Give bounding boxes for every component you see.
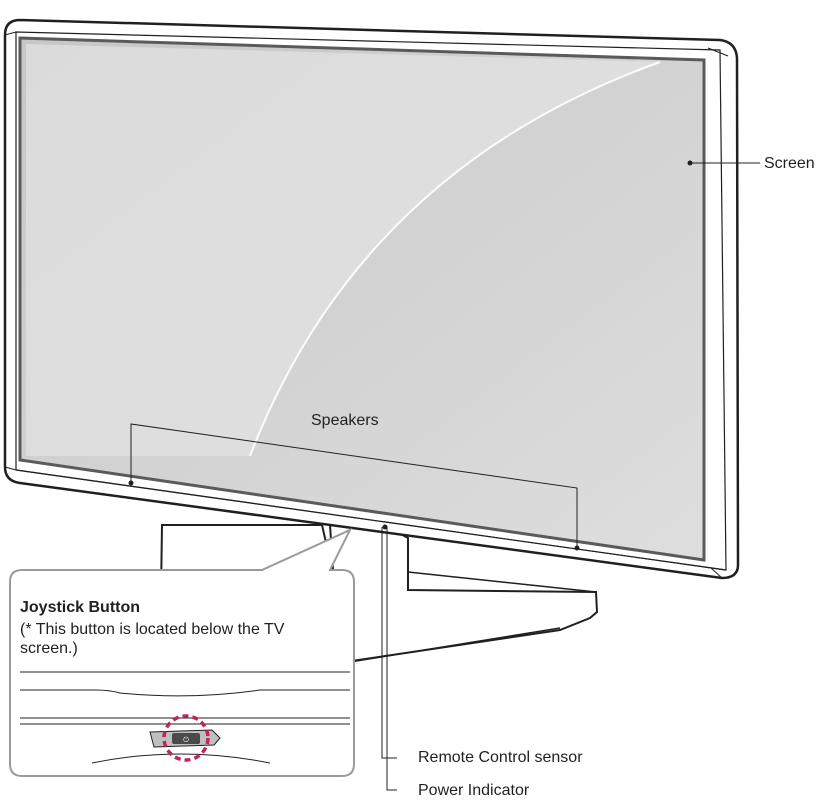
power-indicator-label: Power Indicator xyxy=(418,782,530,799)
screen-panel xyxy=(18,36,706,562)
sensor-leader xyxy=(381,524,397,791)
joystick-callout-title: Joystick Button xyxy=(20,599,141,616)
joystick-highlight-ring xyxy=(162,714,210,762)
joystick-callout-note: (* This button is located below the TV s… xyxy=(20,621,285,657)
speakers-label: Speakers xyxy=(311,412,379,429)
screen-leader xyxy=(687,160,760,166)
remote-sensor-label: Remote Control sensor xyxy=(418,749,583,766)
joystick-button-icon: ⏻ xyxy=(149,729,221,748)
screen-label: Screen xyxy=(764,155,815,172)
svg-text:⏻: ⏻ xyxy=(183,736,189,744)
speakers-bracket xyxy=(128,423,580,551)
joystick-callout-box xyxy=(9,527,355,777)
